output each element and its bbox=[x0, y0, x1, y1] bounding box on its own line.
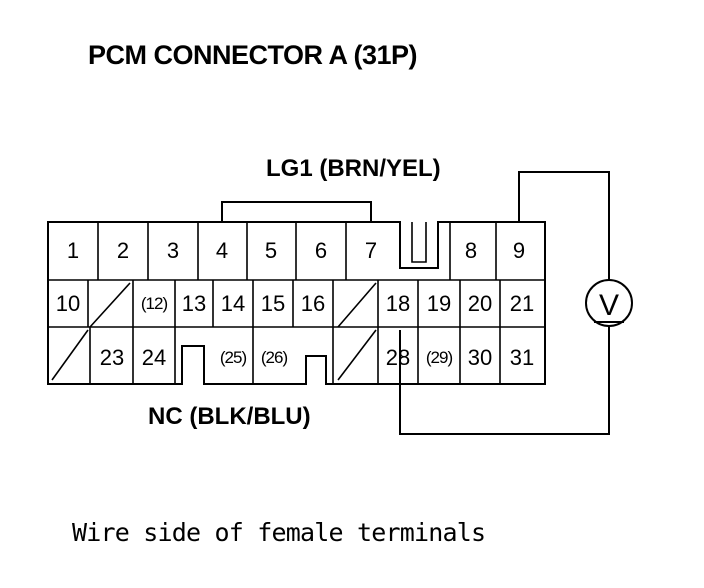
connector-outline bbox=[47, 221, 546, 385]
lg1-bracket bbox=[221, 201, 372, 222]
voltmeter-symbol: V bbox=[599, 289, 619, 322]
row2-dividers bbox=[87, 280, 501, 384]
pin-18: 18 bbox=[386, 291, 410, 316]
pin-25: (25) bbox=[220, 348, 247, 367]
row2-pins: 10 (12) 13 14 15 16 18 19 20 21 bbox=[56, 291, 534, 316]
empty-cell-slashes bbox=[51, 282, 377, 381]
key-notch bbox=[411, 222, 427, 263]
pin-10: 10 bbox=[56, 291, 80, 316]
pin-23: 23 bbox=[100, 345, 124, 370]
meter-wire-top bbox=[518, 171, 610, 280]
bottom-wire-label: NC (BLK/BLU) bbox=[148, 403, 311, 430]
pin-19: 19 bbox=[427, 291, 451, 316]
diagram-title: PCM CONNECTOR A (31P) bbox=[88, 40, 418, 70]
pin-9: 9 bbox=[513, 238, 525, 263]
row1-pins: 1 2 3 4 5 6 7 8 9 bbox=[67, 238, 525, 263]
pin-21: 21 bbox=[510, 291, 534, 316]
pin-13: 13 bbox=[182, 291, 206, 316]
pin-24: 24 bbox=[142, 345, 166, 370]
pin-2: 2 bbox=[117, 238, 129, 263]
pin-6: 6 bbox=[315, 238, 327, 263]
pin-30: 30 bbox=[468, 345, 492, 370]
diagram-caption: Wire side of female terminals bbox=[72, 518, 486, 547]
pin-1: 1 bbox=[67, 238, 79, 263]
row3-pins: 23 24 (25) (26) 28 (29) 30 31 bbox=[100, 345, 534, 370]
pin-28: 28 bbox=[386, 345, 410, 370]
pin-5: 5 bbox=[265, 238, 277, 263]
meter-wire-bottom bbox=[399, 326, 610, 435]
pin-4: 4 bbox=[216, 238, 228, 263]
pin-12: (12) bbox=[141, 294, 168, 313]
pin-7: 7 bbox=[365, 238, 377, 263]
pin-20: 20 bbox=[468, 291, 492, 316]
pin-14: 14 bbox=[221, 291, 245, 316]
pin-29: (29) bbox=[426, 348, 453, 367]
top-wire-label: LG1 (BRN/YEL) bbox=[266, 155, 441, 182]
pin-31: 31 bbox=[510, 345, 534, 370]
pin-8: 8 bbox=[465, 238, 477, 263]
row1-dividers bbox=[97, 222, 497, 280]
pin-26: (26) bbox=[261, 348, 288, 367]
pin-16: 16 bbox=[301, 291, 325, 316]
pin-3: 3 bbox=[167, 238, 179, 263]
pin-15: 15 bbox=[261, 291, 285, 316]
